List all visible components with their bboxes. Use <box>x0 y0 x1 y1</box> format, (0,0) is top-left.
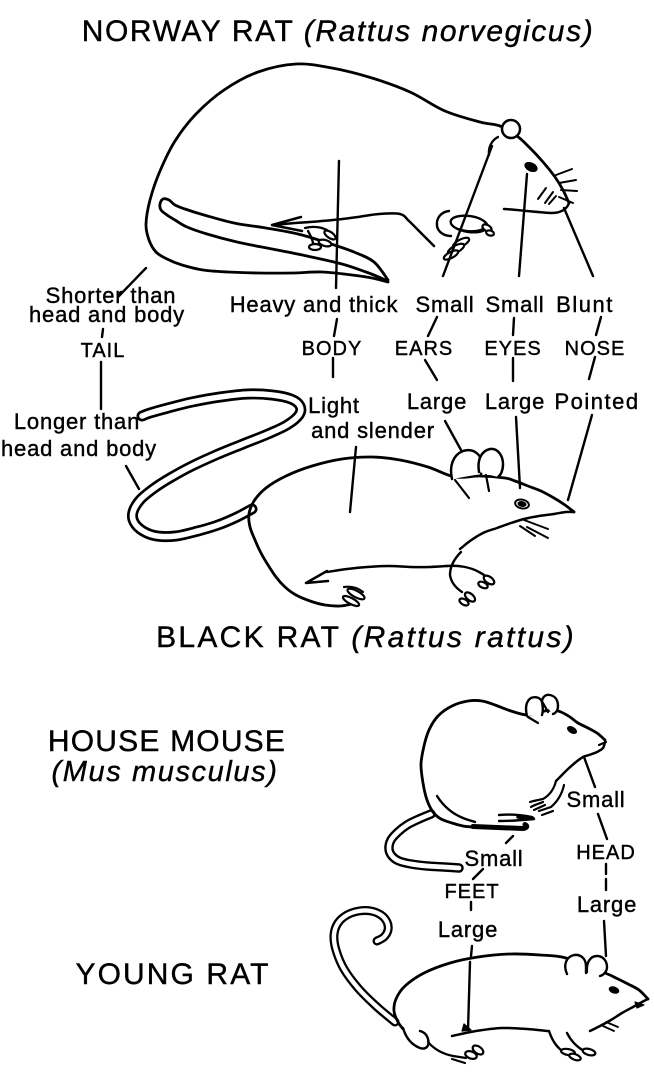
svg-text:Heavy and thick: Heavy and thick <box>230 292 399 317</box>
svg-text:Pointed: Pointed <box>554 389 639 414</box>
svg-text:BLACK RAT (Rattus rattus): BLACK RAT (Rattus rattus) <box>156 621 576 654</box>
svg-text:Blunt: Blunt <box>556 292 614 317</box>
svg-text:Large: Large <box>438 917 498 942</box>
svg-text:Longer than: Longer than <box>14 409 140 434</box>
svg-text:Large: Large <box>407 389 467 414</box>
svg-text:Large: Large <box>577 892 637 917</box>
svg-text:head and body: head and body <box>29 302 185 327</box>
svg-text:(Mus musculus): (Mus musculus) <box>51 756 278 788</box>
svg-text:head and body: head and body <box>1 436 157 461</box>
svg-text:BODY: BODY <box>302 338 363 360</box>
svg-text:NOSE: NOSE <box>565 338 626 360</box>
svg-text:HOUSE MOUSE: HOUSE MOUSE <box>48 725 286 758</box>
svg-text:Small: Small <box>566 787 625 812</box>
svg-text:Shorter than: Shorter than <box>46 283 177 308</box>
svg-text:Light: Light <box>308 393 360 418</box>
svg-text:EYES: EYES <box>484 338 541 360</box>
svg-text:EARS: EARS <box>395 338 453 360</box>
svg-text:Small: Small <box>415 292 474 317</box>
svg-text:Small: Small <box>485 292 544 317</box>
svg-text:and slender: and slender <box>311 418 435 443</box>
svg-text:FEET: FEET <box>444 881 499 903</box>
svg-text:Small: Small <box>464 846 523 871</box>
svg-text:HEAD: HEAD <box>576 842 636 864</box>
svg-text:YOUNG RAT: YOUNG RAT <box>75 958 270 991</box>
svg-text:TAIL: TAIL <box>81 340 126 362</box>
svg-text:NORWAY RAT (Rattus norvegicu: NORWAY RAT (Rattus norvegicus) <box>82 15 595 48</box>
svg-text:Large: Large <box>485 389 545 414</box>
